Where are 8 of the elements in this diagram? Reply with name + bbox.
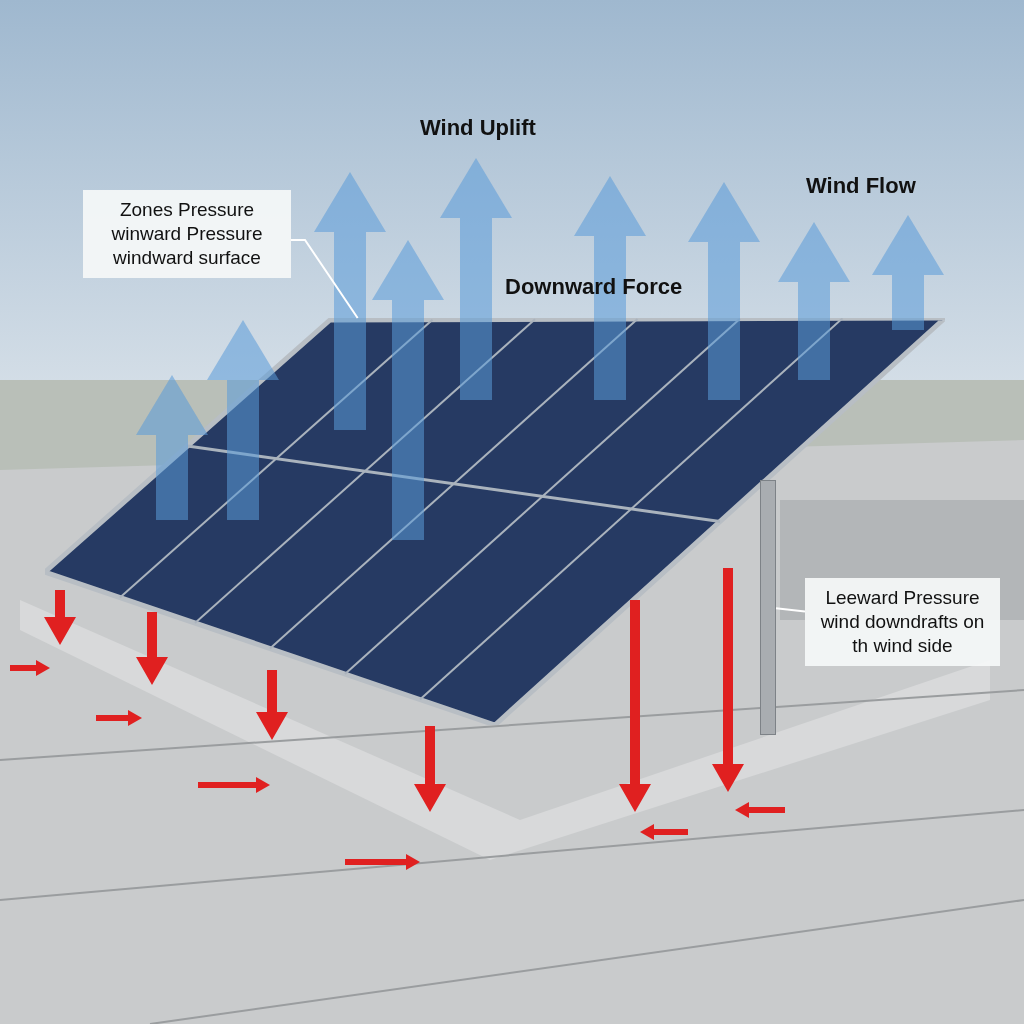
support-post: [760, 480, 776, 735]
force-label: Wind Uplift: [420, 115, 536, 141]
force-label: Downward Force: [505, 274, 683, 300]
callout-box: Leeward Pressure wind downdrafts on th wind side: [805, 578, 1000, 666]
callout-box: Zones Pressure winward Pressure windward surface: [83, 190, 291, 278]
leader-line: [775, 607, 806, 613]
leader-line: [290, 239, 359, 319]
force-label: Wind Flow: [806, 173, 916, 199]
